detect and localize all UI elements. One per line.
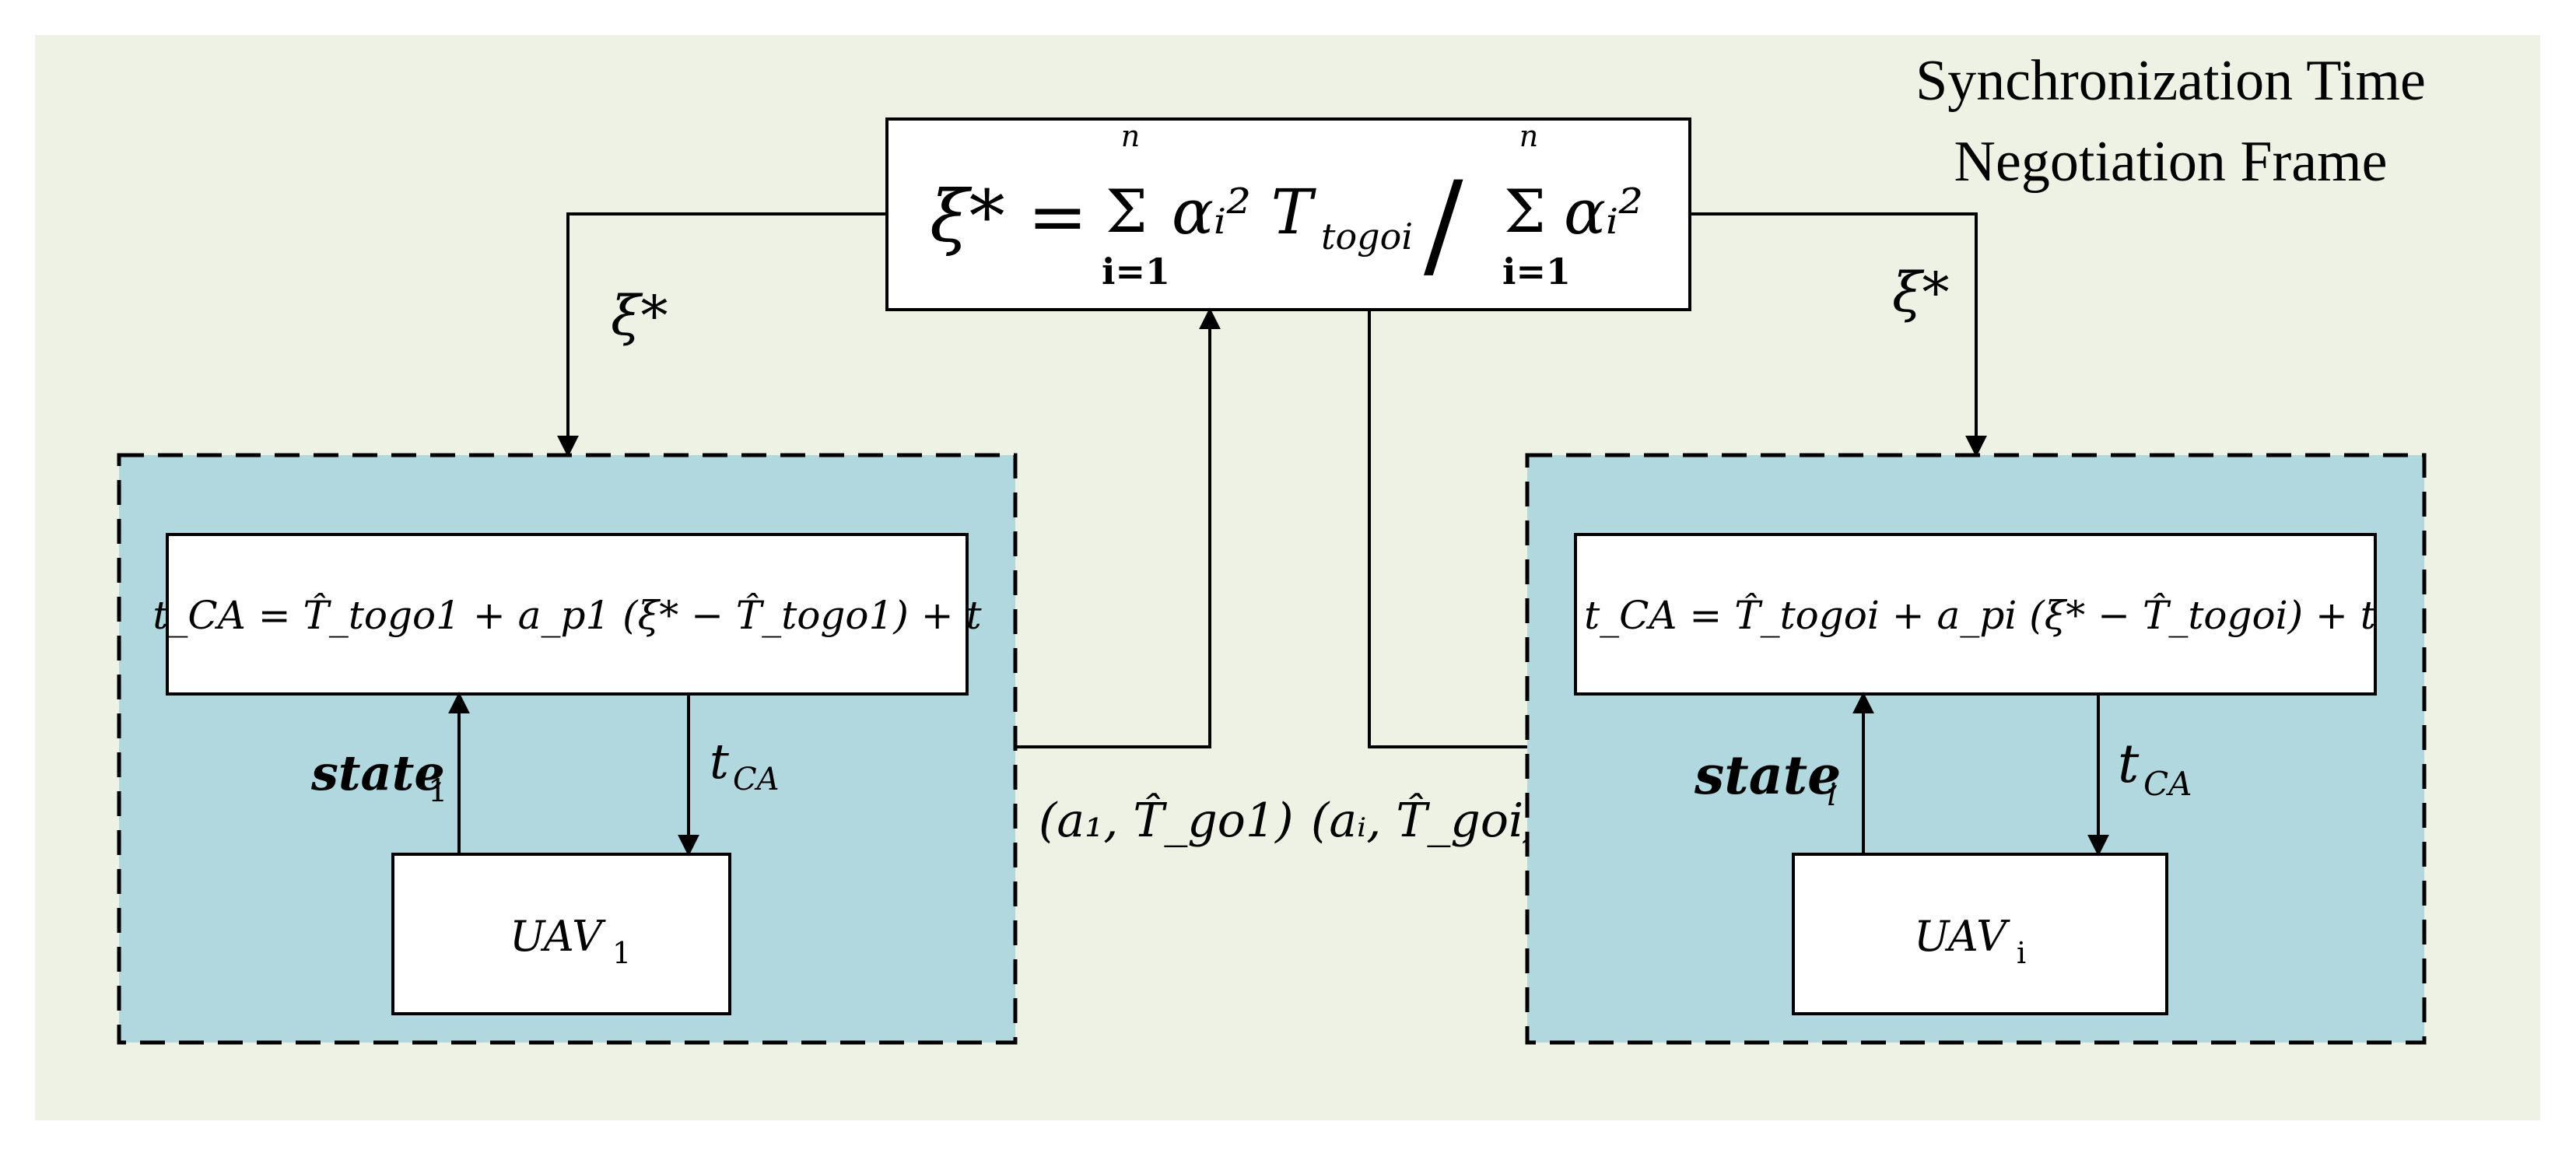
svg-text:togoi: togoi <box>1321 216 1413 258</box>
svg-text:Σ: Σ <box>1106 177 1148 246</box>
svg-text:n: n <box>1121 119 1140 153</box>
right-state-sub: i <box>1827 777 1837 813</box>
right-tca-label: t <box>2118 734 2140 795</box>
svg-text:/: / <box>1424 157 1463 293</box>
right-broadcast-arrow <box>1690 212 1987 457</box>
left-formula-box <box>166 533 969 696</box>
left-report-label: (a₁, T̂_go1) <box>1039 793 1294 848</box>
right-uav-label: UAV <box>1914 912 2010 961</box>
central-formula-box <box>885 117 1691 311</box>
svg-text:Σ: Σ <box>1504 177 1546 246</box>
left-broadcast-label: ξ* <box>611 284 668 348</box>
left-formula: t_CA = T̂_togo1 + a_p1 (ξ* − T̂_togo1) +… <box>152 592 982 638</box>
right-report-line <box>1368 310 1527 748</box>
left-tca-label: t <box>710 733 729 790</box>
right-formula: t_CA = T̂_togoi + a_pi (ξ* − T̂_togoi) +… <box>1584 592 2377 638</box>
right-broadcast-label: ξ* <box>1892 261 1950 324</box>
left-tca-sub: CA <box>733 762 780 797</box>
right-uav-box <box>1792 853 2168 1015</box>
right-tca-sub: CA <box>2143 765 2192 803</box>
svg-text:i=1: i=1 <box>1102 251 1170 293</box>
right-uav-sub: i <box>2017 936 2026 970</box>
left-uav-box <box>391 853 731 1015</box>
left-uav-group: t_CA = T̂_togo1 + a_p1 (ξ* − T̂_togo1) +… <box>117 453 1018 1045</box>
right-state-label: state <box>1694 745 1841 807</box>
left-broadcast-arrow <box>557 212 887 457</box>
svg-text:αᵢ²: αᵢ² <box>1564 176 1643 248</box>
right-uav-group: t_CA = T̂_togoi + a_pi (ξ* − T̂_togoi) +… <box>1525 453 2427 1045</box>
svg-text:n: n <box>1519 119 1538 153</box>
svg-text:ξ* =: ξ* = <box>930 175 1088 258</box>
left-state-sub: 1 <box>428 773 447 809</box>
frame-title-line-2: Negotiation Frame <box>1954 130 2388 194</box>
left-uav-sub: 1 <box>612 936 631 970</box>
central-formula: ξ* = n Σ i=1 αᵢ² T togoi / n Σ i=1 αᵢ² <box>930 119 1643 293</box>
right-formula-box <box>1574 533 2377 696</box>
svg-text:i=1: i=1 <box>1502 251 1571 293</box>
left-report-arrow <box>1015 307 1221 748</box>
frame-title-line-1: Synchronization Time <box>1915 49 2426 113</box>
left-uav-label: UAV <box>510 912 606 961</box>
left-state-label: state <box>310 745 445 801</box>
svg-text:αᵢ² T: αᵢ² T <box>1172 176 1317 248</box>
right-report-label: (aᵢ, T̂_goi) <box>1311 793 1542 848</box>
